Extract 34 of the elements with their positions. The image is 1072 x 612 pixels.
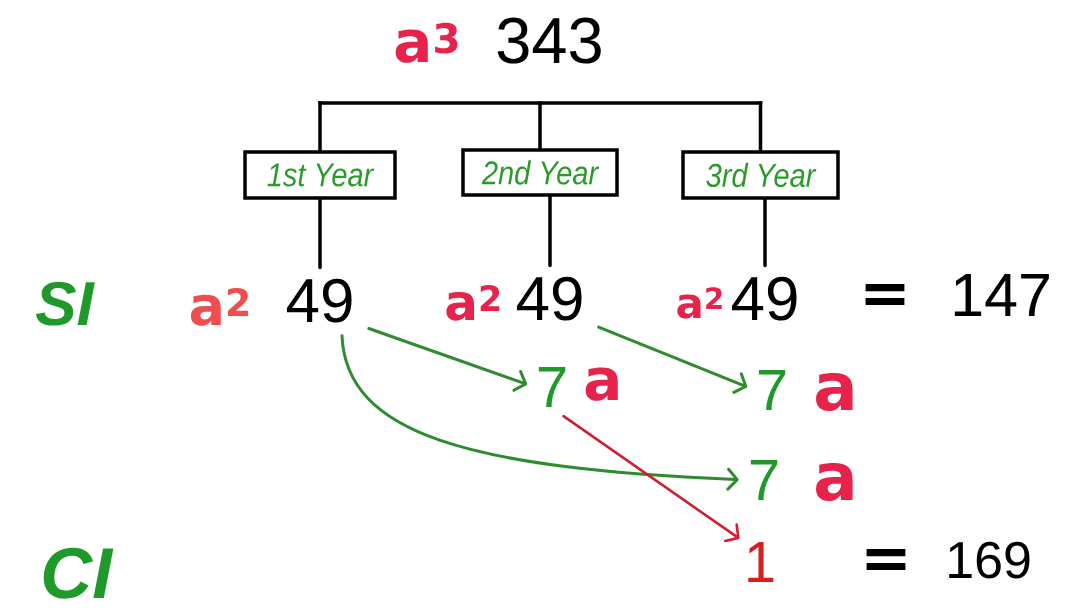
value-text: 1 <box>748 542 774 582</box>
sum-value: 147 <box>954 274 1049 316</box>
connector-line <box>318 198 322 270</box>
total-value: 343 <box>497 17 601 64</box>
variable-term: a <box>585 367 618 401</box>
value-text: 7 <box>538 367 566 407</box>
equals-sign: = <box>865 284 905 306</box>
year-box: 3rd Year <box>681 150 840 200</box>
year-box: 2nd Year <box>461 148 619 197</box>
arrow <box>367 326 528 392</box>
year-box: 1st Year <box>243 150 397 200</box>
sum-value: 169 <box>949 541 1030 579</box>
variable-term: a <box>816 373 853 411</box>
value-text: 49 <box>731 276 797 321</box>
variable-term: a$^{3}$ <box>395 22 458 63</box>
connector-line <box>763 198 767 268</box>
equals-sign: = <box>866 549 906 571</box>
arrow <box>597 325 748 394</box>
variable-term: a <box>816 463 853 501</box>
value-text: 7 <box>758 370 786 410</box>
row-label: SI <box>35 281 95 326</box>
arrow <box>562 414 740 543</box>
variable-term: a$^{2}$ <box>677 287 722 319</box>
row-label: CI <box>43 547 114 599</box>
variable-term: a$^{2}$ <box>190 287 248 326</box>
connector-line <box>758 101 763 152</box>
connector-line <box>538 101 542 150</box>
connector-line <box>548 195 552 268</box>
curved-arrow <box>340 334 739 491</box>
variable-term: a$^{2}$ <box>446 285 500 321</box>
value-text: 49 <box>516 276 582 321</box>
value-text: 49 <box>286 278 352 323</box>
connector-line <box>318 101 322 152</box>
value-text: 7 <box>750 460 778 500</box>
